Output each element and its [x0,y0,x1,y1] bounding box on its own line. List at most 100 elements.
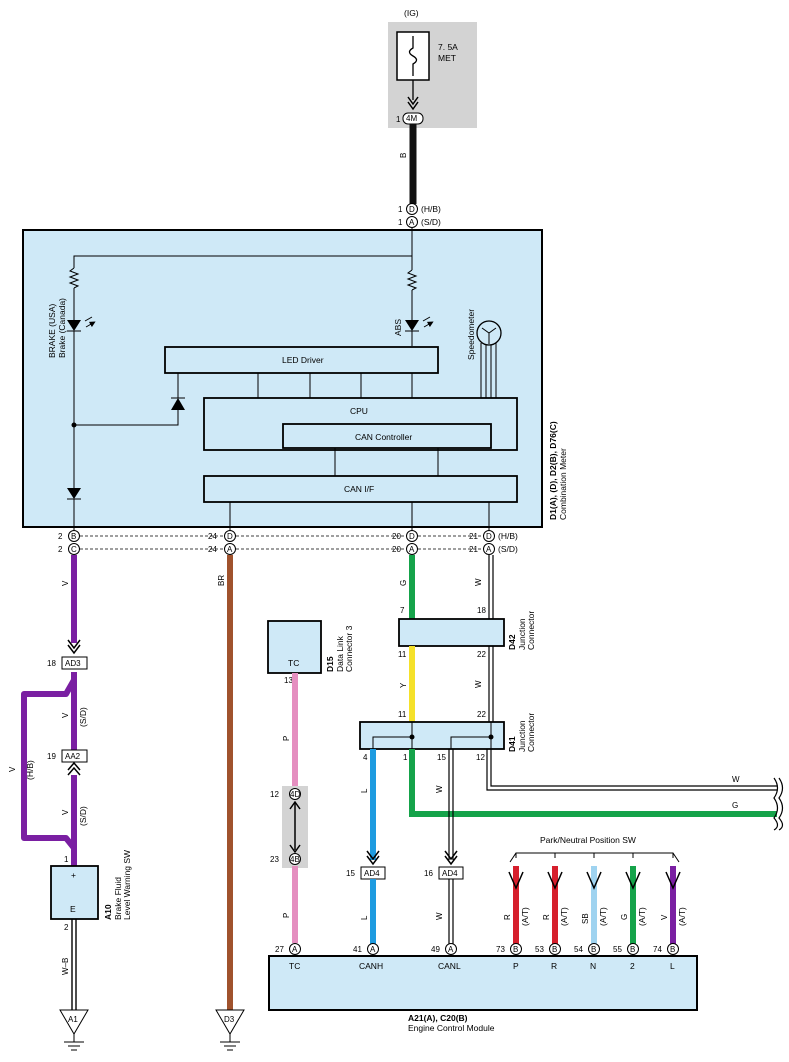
ground-d3-icon [215,1009,245,1035]
connector-ad3 [61,656,88,670]
svg-text:AA2: AA2 [65,752,81,761]
svg-text:(S/D): (S/D) [78,707,88,727]
svg-text:D3: D3 [224,1015,235,1024]
svg-text:55: 55 [613,945,622,954]
svg-text:A: A [448,945,454,954]
svg-text:(H/B): (H/B) [421,204,441,214]
svg-text:+: + [71,870,76,880]
engine-control-module-box [268,955,698,1011]
svg-text:53: 53 [535,945,544,954]
svg-text:(A/T): (A/T) [598,907,608,926]
svg-text:BRAKE (USA): BRAKE (USA) [47,304,57,358]
svg-text:7: 7 [400,606,405,615]
svg-text:Connector: Connector [526,713,536,752]
svg-text:G: G [732,801,738,810]
svg-text:18: 18 [477,606,486,615]
svg-text:1: 1 [398,218,403,227]
svg-text:Connector 3: Connector 3 [344,625,354,672]
svg-text:TC: TC [289,961,300,971]
pn-wire-4: G (A/T) [620,866,647,944]
svg-text:74: 74 [653,945,662,954]
svg-text:W: W [474,578,483,586]
svg-text:D41: D41 [507,736,517,752]
svg-text:TC: TC [288,658,299,668]
svg-text:19: 19 [47,752,56,761]
svg-text:Junction: Junction [517,618,527,650]
ecm-pins: A 27 A 41 A 49 B 73 B 53 B 54 B 55 B 74 [275,943,679,955]
svg-text:B: B [591,945,596,954]
svg-text:1: 1 [398,205,403,214]
svg-text:B: B [552,945,557,954]
wire-g-right [409,749,777,817]
svg-text:V: V [61,712,70,718]
svg-text:R: R [503,914,512,920]
svg-text:23: 23 [270,855,279,864]
svg-text:(H/B): (H/B) [498,531,518,541]
svg-text:E: E [70,904,76,914]
svg-text:4D: 4D [290,790,300,799]
svg-text:B: B [630,945,635,954]
fuse-icon [408,36,418,76]
svg-text:2: 2 [58,532,63,541]
svg-text:4M: 4M [406,114,417,123]
svg-text:D: D [409,532,415,541]
junction-connector-d42 [398,618,505,647]
ground-a1-icon [59,1009,89,1035]
svg-text:2: 2 [58,545,63,554]
svg-text:P: P [513,961,519,971]
svg-text:16: 16 [424,869,433,878]
diode-icon [171,398,185,410]
svg-text:(S/D): (S/D) [78,806,88,826]
svg-text:(A/T): (A/T) [637,907,647,926]
svg-text:54: 54 [574,945,583,954]
svg-text:A: A [486,545,492,554]
svg-text:(S/D): (S/D) [421,217,441,227]
svg-text:12: 12 [270,790,279,799]
svg-text:2: 2 [630,961,635,971]
svg-text:W: W [474,680,483,688]
svg-text:A: A [370,945,376,954]
down-arrow-icon [407,96,419,106]
svg-text:24: 24 [208,545,217,554]
svg-text:L: L [670,961,675,971]
svg-text:1: 1 [396,115,401,124]
svg-text:P: P [282,736,291,741]
svg-text:20: 20 [392,545,401,554]
svg-text:SB: SB [581,913,590,924]
led-driver-box [164,346,439,374]
svg-text:A21(A), C20(B): A21(A), C20(B) [408,1013,468,1023]
svg-text:AD4: AD4 [442,869,458,878]
svg-text:L: L [360,788,369,793]
svg-text:21: 21 [469,532,478,541]
svg-text:12: 12 [476,753,485,762]
svg-text:(A/T): (A/T) [559,907,569,926]
brake-led-icon [67,320,81,331]
svg-text:27: 27 [275,945,284,954]
svg-text:A: A [227,545,233,554]
svg-text:Connector: Connector [526,611,536,650]
svg-text:CAN Controller: CAN Controller [355,432,412,442]
svg-text:D1(A), (D), D2(B), D76(C): D1(A), (D), D2(B), D76(C) [548,421,558,520]
svg-text:Data Link: Data Link [335,635,345,672]
fuse-name: MET [438,53,456,63]
pn-wire-2: R (A/T) [542,866,569,944]
svg-text:A: A [409,545,415,554]
svg-text:(A/T): (A/T) [677,907,687,926]
pn-wire-1: R (A/T) [503,866,530,944]
fuse-amp: 7. 5A [438,42,458,52]
svg-text:11: 11 [398,710,407,719]
svg-text:G: G [399,580,408,586]
svg-text:49: 49 [431,945,440,954]
svg-text:C: C [71,545,77,554]
svg-text:W: W [435,785,444,793]
svg-text:V: V [660,914,669,920]
svg-text:13: 13 [284,676,293,685]
svg-text:22: 22 [477,710,486,719]
svg-text:15: 15 [437,753,446,762]
pn-wire-3: SB (A/T) [581,866,608,944]
svg-text:Level Warning SW: Level Warning SW [122,850,132,920]
svg-text:Brake (Canada): Brake (Canada) [57,298,67,358]
svg-text:(A/T): (A/T) [520,907,530,926]
